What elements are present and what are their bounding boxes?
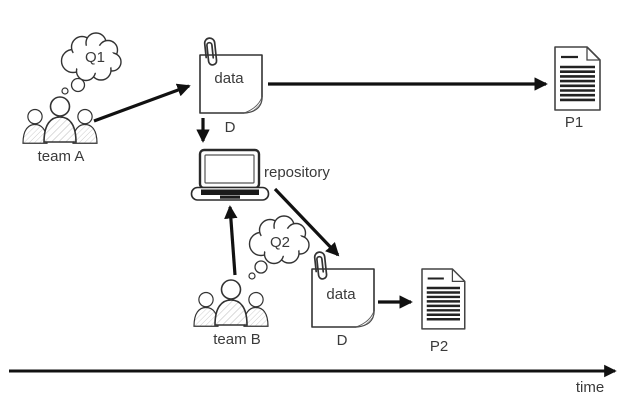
thought-bubble-q2-icon: Q2 bbox=[248, 215, 310, 280]
data-note-2-icon: data D bbox=[311, 250, 375, 349]
label-p1: P1 bbox=[565, 114, 583, 131]
arrow-team-b-to-repository bbox=[224, 205, 238, 276]
label-team-b: team B bbox=[213, 331, 261, 348]
label-p2: P2 bbox=[430, 338, 448, 355]
label-team-a: team A bbox=[38, 148, 85, 165]
arrow-repository-to-data2 bbox=[273, 187, 340, 257]
timeline-axis: time bbox=[9, 364, 617, 396]
data-note-1-icon: data D bbox=[199, 36, 263, 136]
arrow-team-a-to-data1 bbox=[93, 83, 191, 123]
label-data2: data bbox=[326, 286, 356, 303]
label-q1: Q1 bbox=[85, 49, 105, 66]
label-data1: data bbox=[214, 70, 244, 87]
laptop-icon: repository bbox=[190, 148, 330, 201]
thought-bubble-q1-icon: Q1 bbox=[60, 32, 122, 95]
label-repository: repository bbox=[264, 164, 330, 181]
label-d1: D bbox=[225, 119, 236, 136]
document-p2-icon: P2 bbox=[420, 267, 466, 355]
document-p1-icon: P1 bbox=[553, 45, 602, 131]
label-time: time bbox=[576, 379, 604, 396]
label-d2: D bbox=[337, 332, 348, 349]
label-q2: Q2 bbox=[270, 234, 290, 251]
team-b-icon: team B bbox=[194, 280, 268, 348]
team-a-icon: team A bbox=[23, 97, 97, 165]
